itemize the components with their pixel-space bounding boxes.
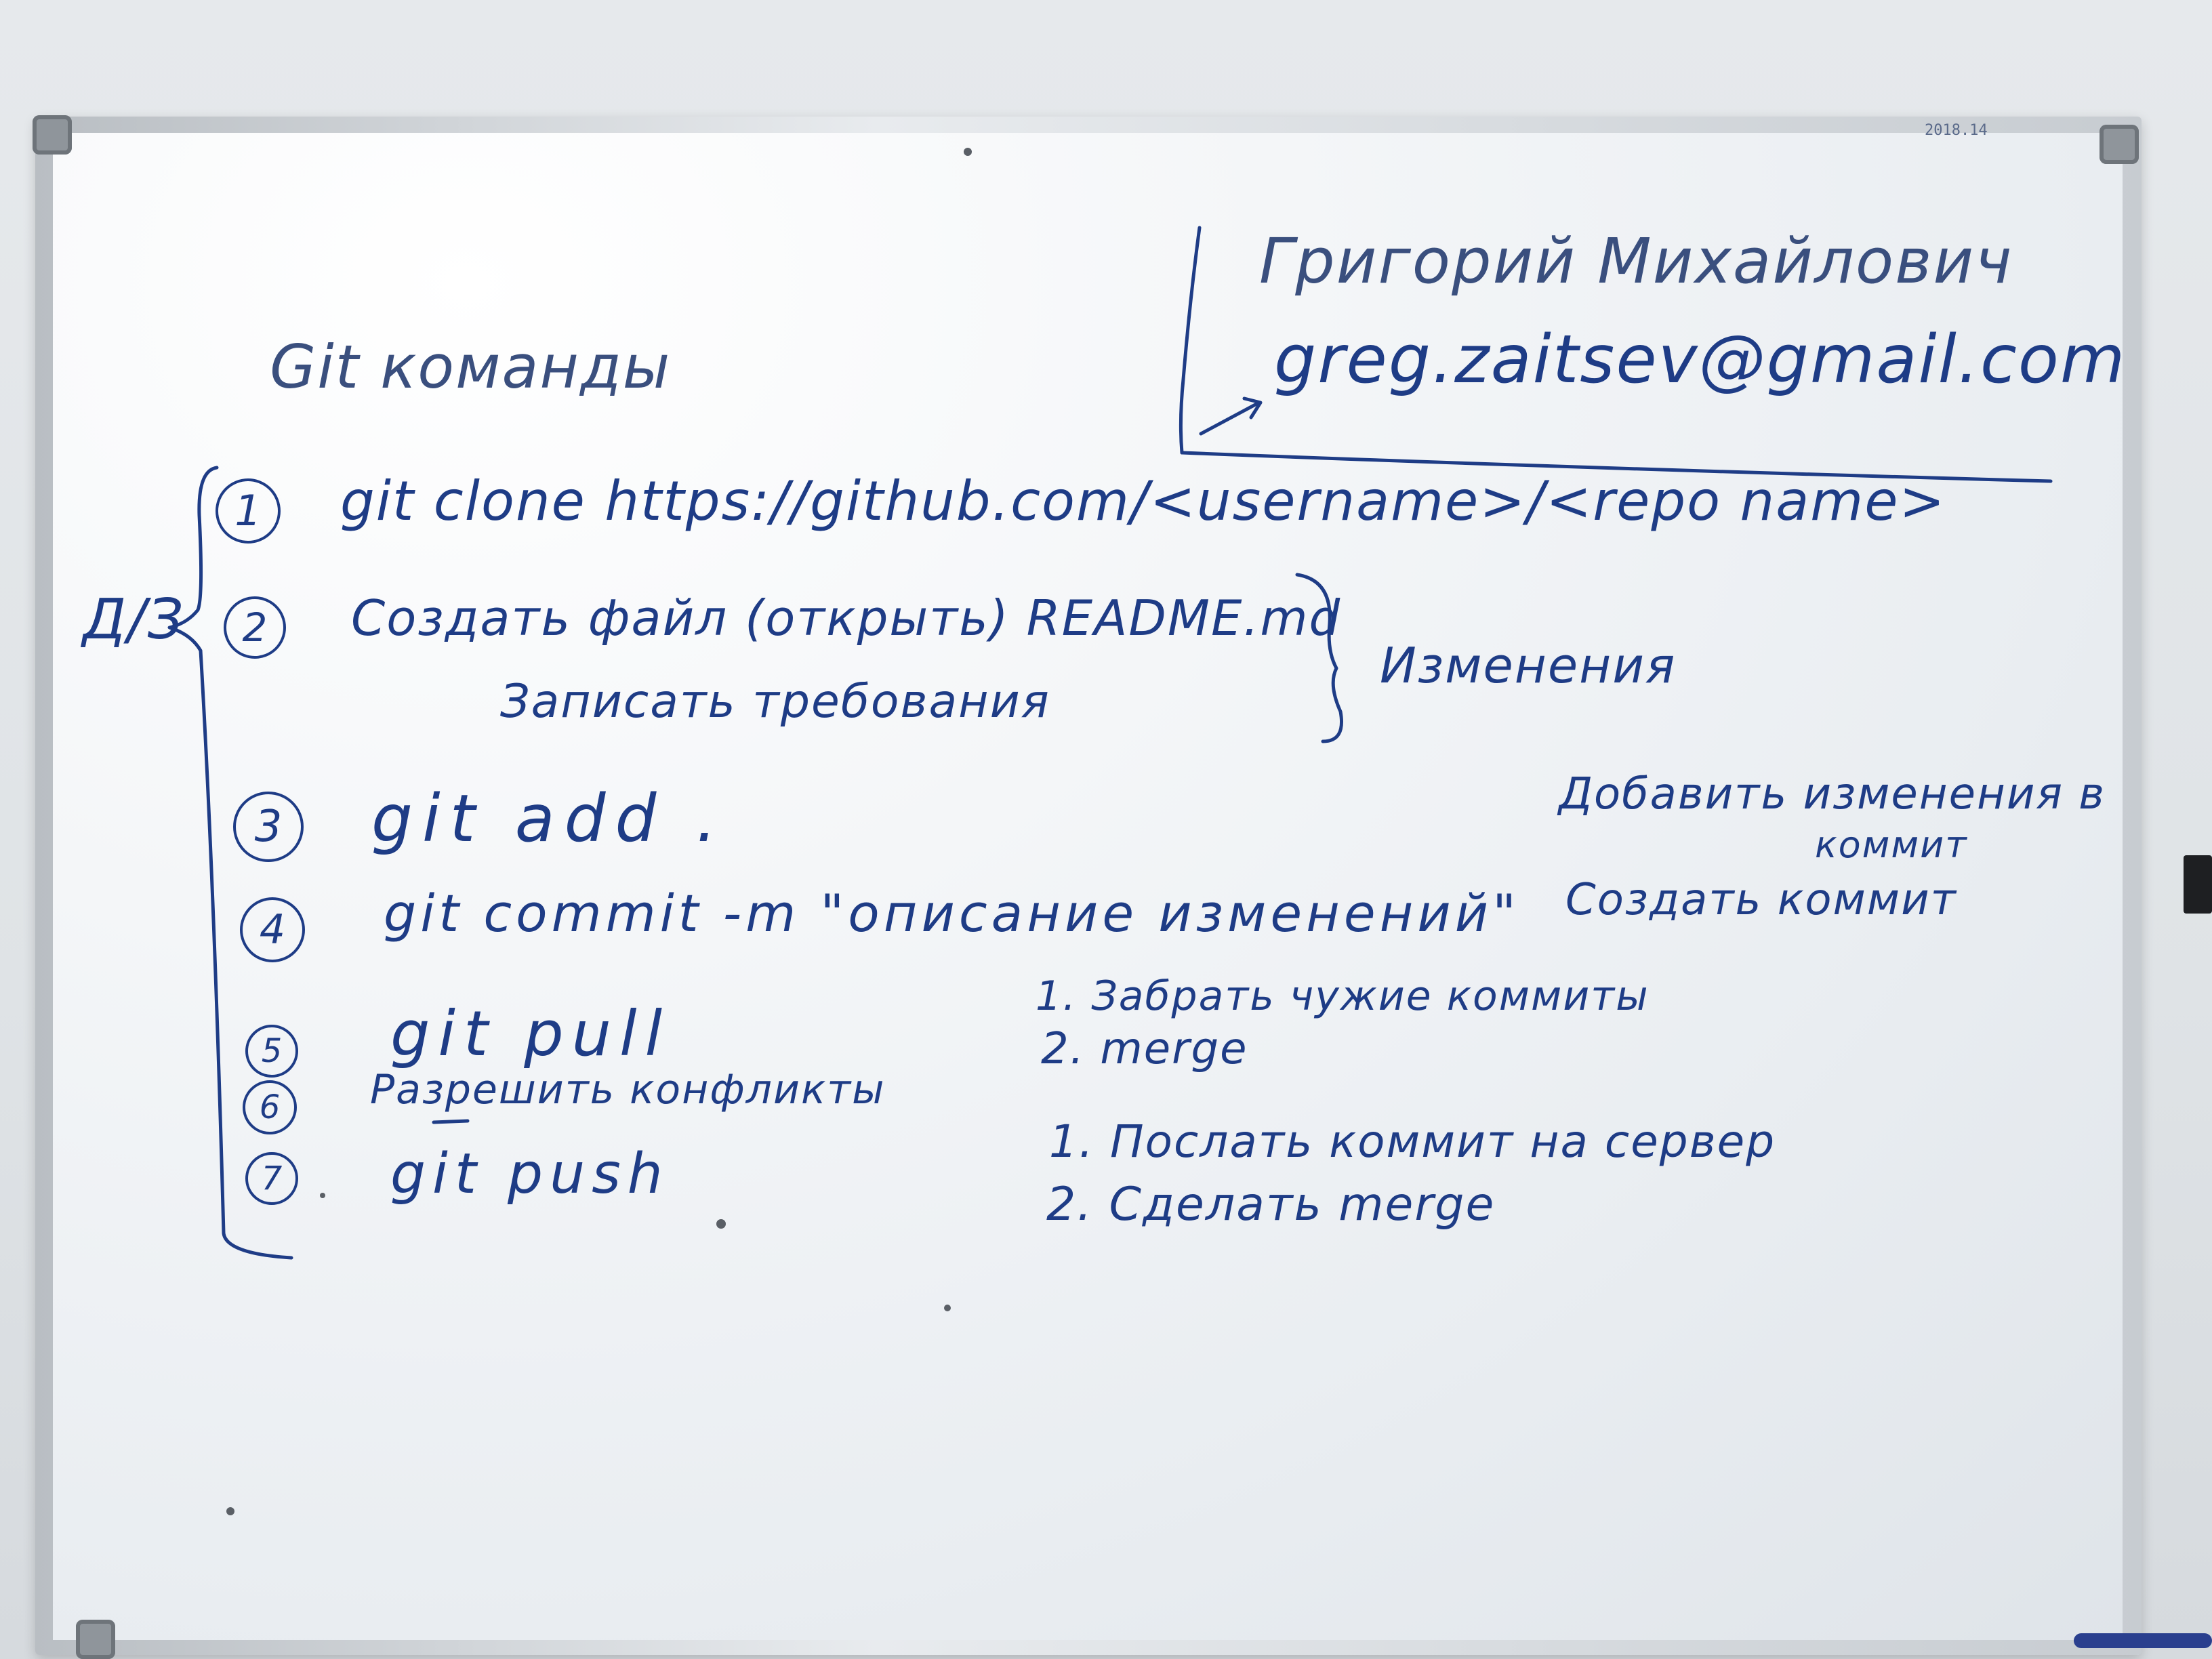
push-note-2: 2. Сделать merge <box>1046 1178 1496 1231</box>
board-speck-4 <box>226 1507 234 1515</box>
step-1-command: git clone https://github.com/<username>/… <box>340 470 1946 533</box>
step-4-number: 4 <box>240 897 305 962</box>
step-3-number: 3 <box>233 792 304 862</box>
email-arrow <box>1199 396 1263 436</box>
step-2-number: 2 <box>224 596 286 659</box>
step-2-subtext: Записать требования <box>500 675 1050 729</box>
step-1-number: 1 <box>216 478 281 544</box>
contact-email: greg.zaitsev@gmail.com <box>1274 321 2127 398</box>
pull-note-1: 1. Забрать чужие коммиты <box>1036 972 1650 1020</box>
step-7-command: git push <box>390 1142 670 1206</box>
step-2-command: Создать файл (открыть) README.md <box>351 590 1342 647</box>
wall-bracket <box>2184 855 2212 914</box>
board-title: Git команды <box>270 332 672 402</box>
steps-left-bracket <box>167 466 293 1260</box>
contact-name: Григорий Михайлович <box>1259 225 2013 298</box>
step-4-command: git commit -m "описание изменений" <box>384 883 1521 943</box>
step-6-number: 6 <box>243 1080 297 1134</box>
pull-note-2: 2. merge <box>1041 1024 1248 1074</box>
corner-mark: 2018.14 <box>1925 122 1988 139</box>
push-note-1: 1. Послать коммит на сервер <box>1049 1115 1776 1168</box>
contact-box-left-line <box>1179 226 1202 455</box>
whiteboard-surface <box>53 133 2123 1640</box>
step-3-side-note: Добавить изменения в <box>1559 769 2106 819</box>
frame-corner-bottom-left <box>76 1620 115 1659</box>
step-3-side-note-2: коммит <box>1815 823 1968 866</box>
step-6-command: Разрешить конфликты <box>370 1066 886 1113</box>
step-5-command: git pull <box>390 998 671 1070</box>
step-2-side-note: Изменения <box>1380 637 1677 694</box>
board-speck-3 <box>944 1305 951 1311</box>
board-speck-5 <box>320 1193 325 1198</box>
board-speck-2 <box>716 1219 726 1229</box>
frame-corner-top-right <box>2100 125 2139 164</box>
group-label: Д/З <box>83 588 185 652</box>
step-3-command: git add . <box>371 781 726 857</box>
step-5-number: 5 <box>245 1025 298 1078</box>
resolve-underline <box>432 1119 470 1124</box>
step-4-side-note: Создать коммит <box>1565 875 1957 925</box>
contact-box-bottom-line <box>1180 451 2053 483</box>
frame-corner-top-left <box>33 115 72 155</box>
changes-brace <box>1295 573 1343 743</box>
board-speck-1 <box>964 148 972 156</box>
marker-pen <box>2074 1633 2212 1648</box>
step-7-number: 7 <box>245 1152 298 1205</box>
